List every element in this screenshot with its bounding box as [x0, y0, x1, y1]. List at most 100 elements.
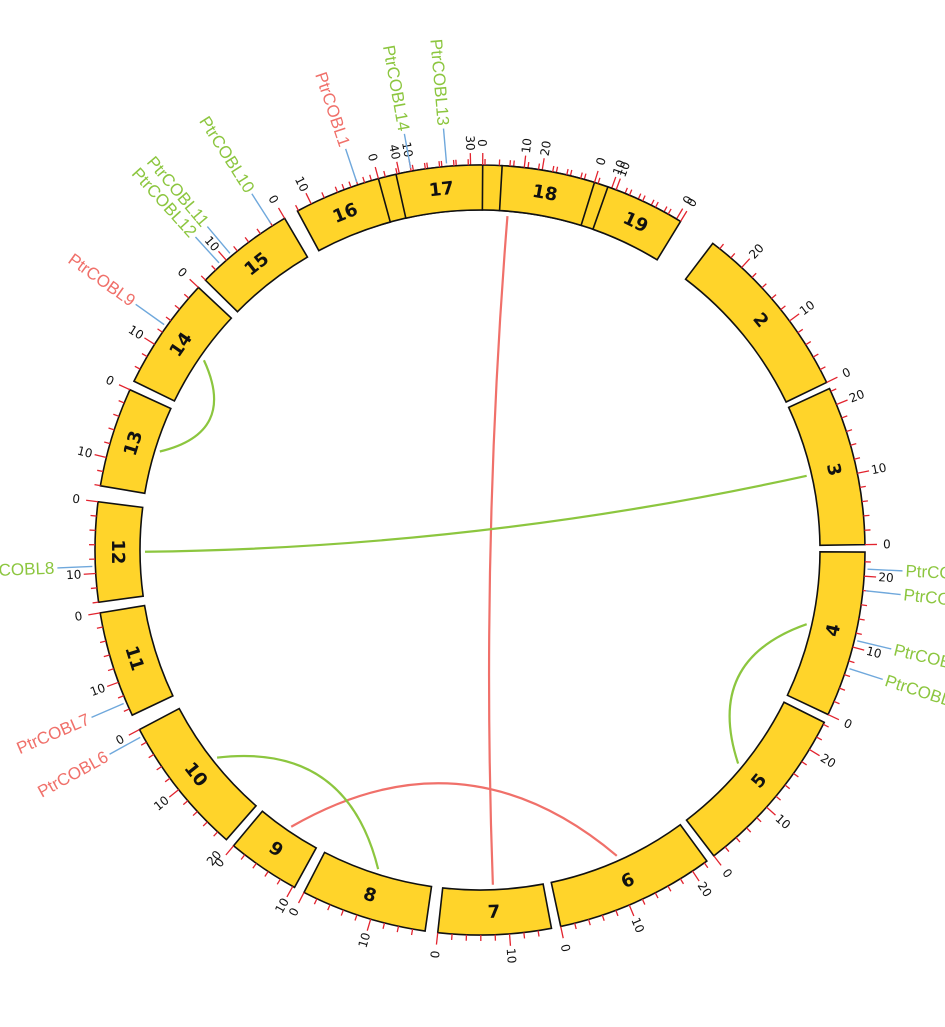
tick-mark	[703, 862, 709, 869]
tick-mark	[113, 413, 120, 417]
gene-label: PtrCOBL8	[0, 559, 55, 581]
tick-mark	[724, 846, 730, 852]
tick-mark	[583, 173, 587, 180]
tick-label: 10	[356, 931, 374, 950]
tick-label: 0	[840, 365, 853, 381]
tick-mark	[667, 208, 672, 215]
tick-mark	[396, 161, 400, 174]
tick-label: 10	[870, 460, 888, 477]
tick-mark	[839, 687, 846, 691]
link-10-8	[216, 754, 380, 870]
tick-mark	[182, 800, 189, 806]
chromosome-box	[787, 387, 866, 547]
gene-marker-line	[865, 590, 901, 596]
tick-mark	[168, 789, 180, 798]
tick-mark	[841, 415, 848, 419]
tick-label: 10	[126, 323, 146, 343]
tick-mark	[830, 388, 837, 392]
gene-label: PtrCOBL10	[195, 113, 258, 196]
gene-label: PtrCOBL6	[35, 747, 112, 801]
chromosome-box	[204, 217, 309, 313]
tick-mark	[426, 162, 429, 169]
tick-mark	[808, 748, 820, 757]
gene-label: PtrCOBL14	[379, 44, 413, 133]
gene-label: PtrCOBL7	[14, 710, 93, 758]
tick-mark	[218, 250, 227, 261]
tick-mark	[440, 160, 443, 167]
tick-mark	[751, 272, 757, 278]
link-13-14	[159, 359, 216, 453]
tick-mark	[305, 192, 312, 205]
tick-mark	[654, 201, 659, 208]
link-12-3	[144, 474, 807, 553]
tick-mark	[140, 741, 147, 746]
tick-mark	[354, 914, 358, 921]
tick-mark	[793, 772, 799, 778]
gene-PtrCOBL4: PtrCOBL4	[865, 585, 945, 612]
tick-mark	[94, 453, 107, 459]
gene-PtrCOBL5: PtrCOBL5	[867, 562, 945, 585]
tick-mark	[523, 155, 527, 168]
gene-label: PtrCOBL5	[905, 562, 945, 585]
tick-mark	[118, 384, 131, 391]
tick-mark	[252, 862, 257, 869]
tick-mark	[286, 886, 294, 898]
tick-mark	[192, 811, 198, 817]
tick-label: 40	[386, 143, 403, 161]
tick-mark	[741, 258, 751, 268]
tick-mark	[601, 914, 605, 921]
tick-label: 10	[76, 444, 94, 461]
tick-mark	[523, 932, 526, 939]
tick-label: 10	[504, 948, 519, 964]
tick-mark	[812, 353, 819, 358]
tick-mark	[641, 195, 646, 202]
tick-label: 20	[695, 879, 715, 899]
chromosome-label: 18	[531, 181, 559, 206]
tick-mark	[94, 484, 101, 487]
synteny-links	[144, 216, 808, 885]
tick-mark	[853, 457, 861, 460]
chromosome-label: 12	[107, 539, 128, 564]
tick-mark	[148, 753, 155, 759]
chromosome-label: 4	[822, 622, 845, 639]
link-5-4	[728, 623, 808, 764]
tick-label: 0	[175, 265, 190, 280]
gene-marker-line	[194, 236, 220, 264]
tick-mark	[244, 237, 250, 243]
gene-PtrCOBL8: PtrCOBL8	[0, 559, 93, 581]
tick-mark	[295, 204, 299, 211]
tick-mark	[852, 646, 865, 651]
gene-marker-line	[849, 668, 883, 681]
tick-label: 10	[151, 793, 172, 813]
chromosome-ring: 1010203040201020301020401020501020601020…	[66, 135, 894, 964]
tick-mark	[334, 186, 339, 193]
tick-mark	[775, 795, 781, 801]
tick-mark	[103, 654, 110, 658]
tick-mark	[848, 660, 855, 664]
tick-label: 0	[104, 373, 117, 389]
tick-mark	[615, 910, 619, 917]
gene-PtrCOBL2: PtrCOBL2	[849, 668, 945, 713]
tick-mark	[97, 469, 104, 473]
tick-label: 10	[797, 298, 818, 318]
tick-mark	[297, 892, 305, 904]
tick-mark	[88, 612, 101, 616]
gene-PtrCOBL10: PtrCOBL10	[195, 113, 272, 224]
tick-mark	[541, 158, 545, 171]
tick-mark	[816, 736, 823, 741]
tick-label: 0	[428, 950, 443, 959]
tick-mark	[860, 604, 868, 607]
tick-mark	[822, 723, 829, 728]
tick-mark	[827, 713, 840, 721]
tick-mark	[663, 206, 668, 213]
tick-mark	[797, 328, 804, 334]
tick-mark	[396, 926, 400, 933]
